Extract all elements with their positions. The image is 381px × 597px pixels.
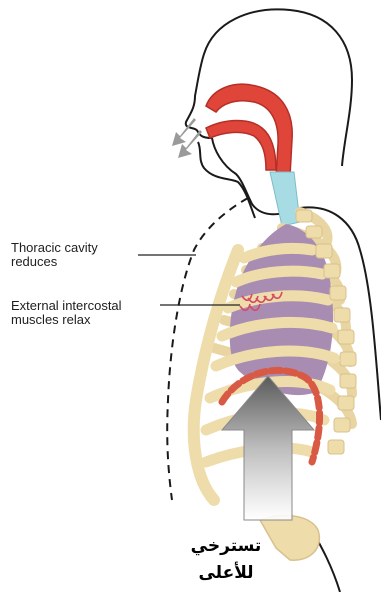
- thoracic-label: Thoracic cavity reduces: [11, 241, 98, 269]
- thoracic-label-line2: reduces: [11, 255, 98, 269]
- chin-neck-outline: [198, 142, 255, 218]
- caption-line1: تسترخي: [176, 536, 276, 556]
- thoracic-label-line1: Thoracic cavity: [11, 241, 98, 255]
- double-arrow-out-icon: [172, 118, 202, 158]
- oral-airway: [206, 121, 276, 171]
- intercostal-label-line1: External intercostal: [11, 299, 122, 313]
- intercostal-label-line2: muscles relax: [11, 313, 122, 327]
- caption-line2: للأعلى: [176, 563, 276, 583]
- intercostal-label: External intercostal muscles relax: [11, 299, 122, 327]
